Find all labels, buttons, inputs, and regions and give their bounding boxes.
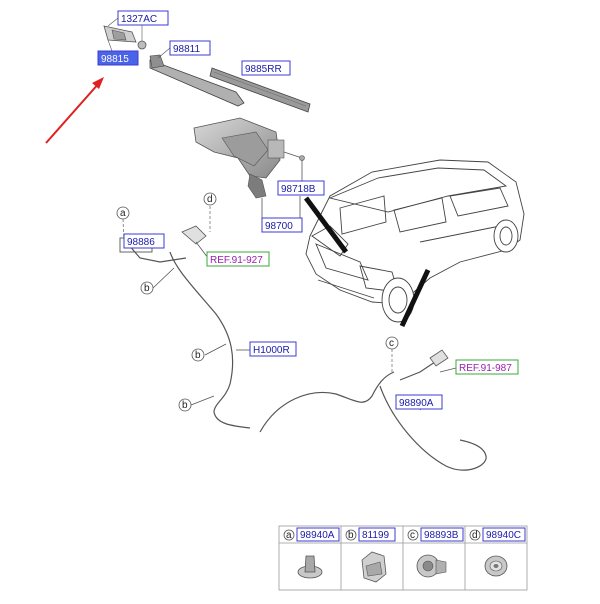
svg-text:c: c — [389, 338, 394, 349]
svg-text:98940C: 98940C — [486, 530, 521, 541]
check-valve — [181, 225, 207, 245]
motor-location-marker — [303, 196, 349, 254]
svg-text:98886: 98886 — [127, 237, 155, 248]
legend-header-d: d 98940C — [469, 527, 526, 542]
ref-label-91-927: REF.91-927 — [206, 251, 270, 267]
grommet-98893B-icon — [416, 554, 447, 578]
svg-text:REF.91-927: REF.91-927 — [210, 255, 263, 266]
svg-text:b: b — [348, 530, 354, 541]
part-label-98890A: 98890A — [395, 394, 443, 410]
svg-text:98890A: 98890A — [399, 398, 434, 409]
callout-a: a — [116, 206, 130, 220]
wiper-cap — [103, 25, 137, 43]
svg-text:98940A: 98940A — [300, 530, 335, 541]
part-label-98811: 98811 — [169, 40, 211, 56]
fastener-legend: a 98940A b 81199 c 98893B d 98940C — [278, 525, 528, 591]
svg-text:81199: 81199 — [362, 530, 390, 541]
svg-text:b: b — [144, 283, 150, 294]
svg-text:98811: 98811 — [173, 44, 201, 55]
grommet-98940C-icon — [484, 555, 508, 577]
clamp-81199-icon — [361, 551, 387, 583]
part-label-98886: 98886 — [123, 233, 165, 249]
legend-header-a: a 98940A — [283, 527, 340, 542]
svg-text:d: d — [472, 530, 478, 541]
callout-b-2: b — [191, 348, 205, 362]
clip-98940A-icon — [297, 555, 323, 579]
svg-text:1327AC: 1327AC — [121, 14, 157, 25]
part-label-98718B: 98718B — [277, 180, 325, 196]
svg-text:a: a — [286, 530, 292, 541]
washer-hose — [127, 243, 487, 471]
grommet-icon — [299, 155, 305, 161]
svg-text:98815: 98815 — [101, 54, 129, 65]
wiper-motor — [193, 117, 285, 199]
car-illustration — [305, 159, 525, 323]
part-label-1327AC: 1327AC — [117, 10, 169, 26]
svg-text:a: a — [120, 208, 126, 219]
part-label-98815: 98815 — [97, 50, 139, 66]
svg-text:d: d — [207, 194, 213, 205]
svg-text:b: b — [182, 400, 188, 411]
nozzle-fitting — [429, 349, 449, 367]
svg-text:98893B: 98893B — [424, 530, 459, 541]
part-label-9885RR: 9885RR — [241, 60, 291, 76]
svg-text:c: c — [410, 530, 415, 541]
wiper-arm — [149, 54, 245, 107]
legend-header-b: b 81199 — [345, 527, 396, 542]
ref-label-91-987: REF.91-987 — [455, 359, 519, 375]
callout-c: c — [385, 336, 399, 350]
svg-text:H1000R: H1000R — [253, 345, 290, 356]
callout-b-3: b — [178, 398, 192, 412]
nozzle-location-marker — [399, 268, 431, 328]
svg-text:98700: 98700 — [265, 221, 293, 232]
legend-header-c: c 98893B — [407, 527, 464, 542]
svg-text:98718B: 98718B — [281, 184, 316, 195]
callout-b-1: b — [140, 281, 154, 295]
part-label-98700: 98700 — [261, 217, 303, 233]
svg-text:9885RR: 9885RR — [245, 64, 282, 75]
wiper-blade — [209, 67, 311, 113]
callout-d: d — [203, 192, 217, 206]
nut-icon — [137, 40, 147, 50]
svg-text:REF.91-987: REF.91-987 — [459, 363, 512, 374]
part-label-H1000R: H1000R — [249, 341, 297, 357]
svg-text:b: b — [195, 350, 201, 361]
red-pointer-arrow — [45, 77, 104, 144]
